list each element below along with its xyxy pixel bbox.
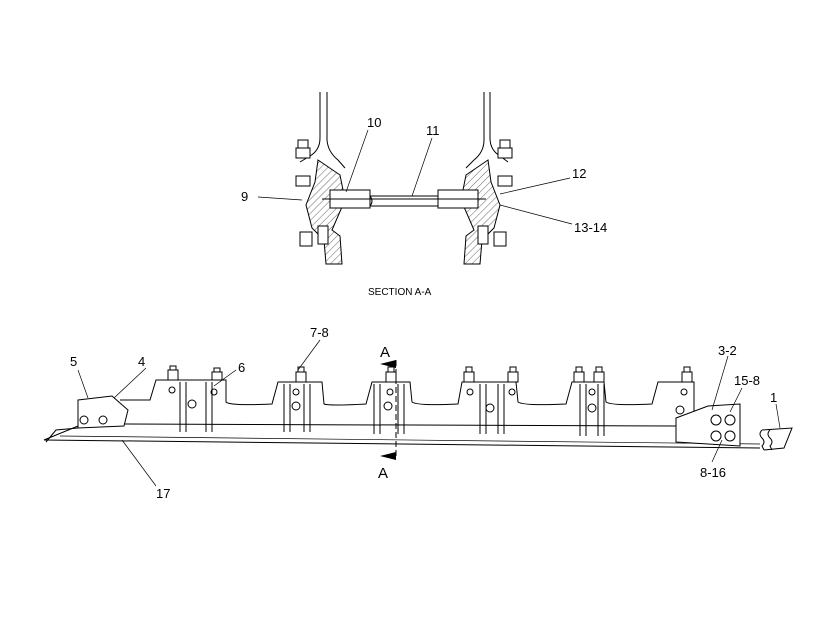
section-title: SECTION A-A — [368, 287, 432, 298]
callout-9: 9 — [241, 189, 248, 204]
callout-3-2: 3-2 — [718, 343, 737, 358]
callout-15-8: 15-8 — [734, 373, 760, 388]
callout-17: 17 — [156, 486, 170, 501]
callout-7-8: 7-8 — [310, 325, 329, 340]
callout-1: 1 — [770, 390, 777, 405]
section-marker-top: A — [380, 344, 390, 361]
section-a-a-detail — [257, 92, 573, 265]
callout-4: 4 — [138, 354, 145, 369]
callout-5: 5 — [70, 354, 77, 369]
callout-8-16: 8-16 — [700, 465, 726, 480]
callout-11: 11 — [426, 123, 440, 138]
callout-10: 10 — [367, 115, 381, 130]
main-assembly — [43, 339, 793, 487]
callout-12: 12 — [572, 166, 586, 181]
callout-6: 6 — [238, 360, 245, 375]
section-marker-bottom: A — [378, 465, 388, 482]
callout-13-14: 13-14 — [574, 220, 607, 235]
